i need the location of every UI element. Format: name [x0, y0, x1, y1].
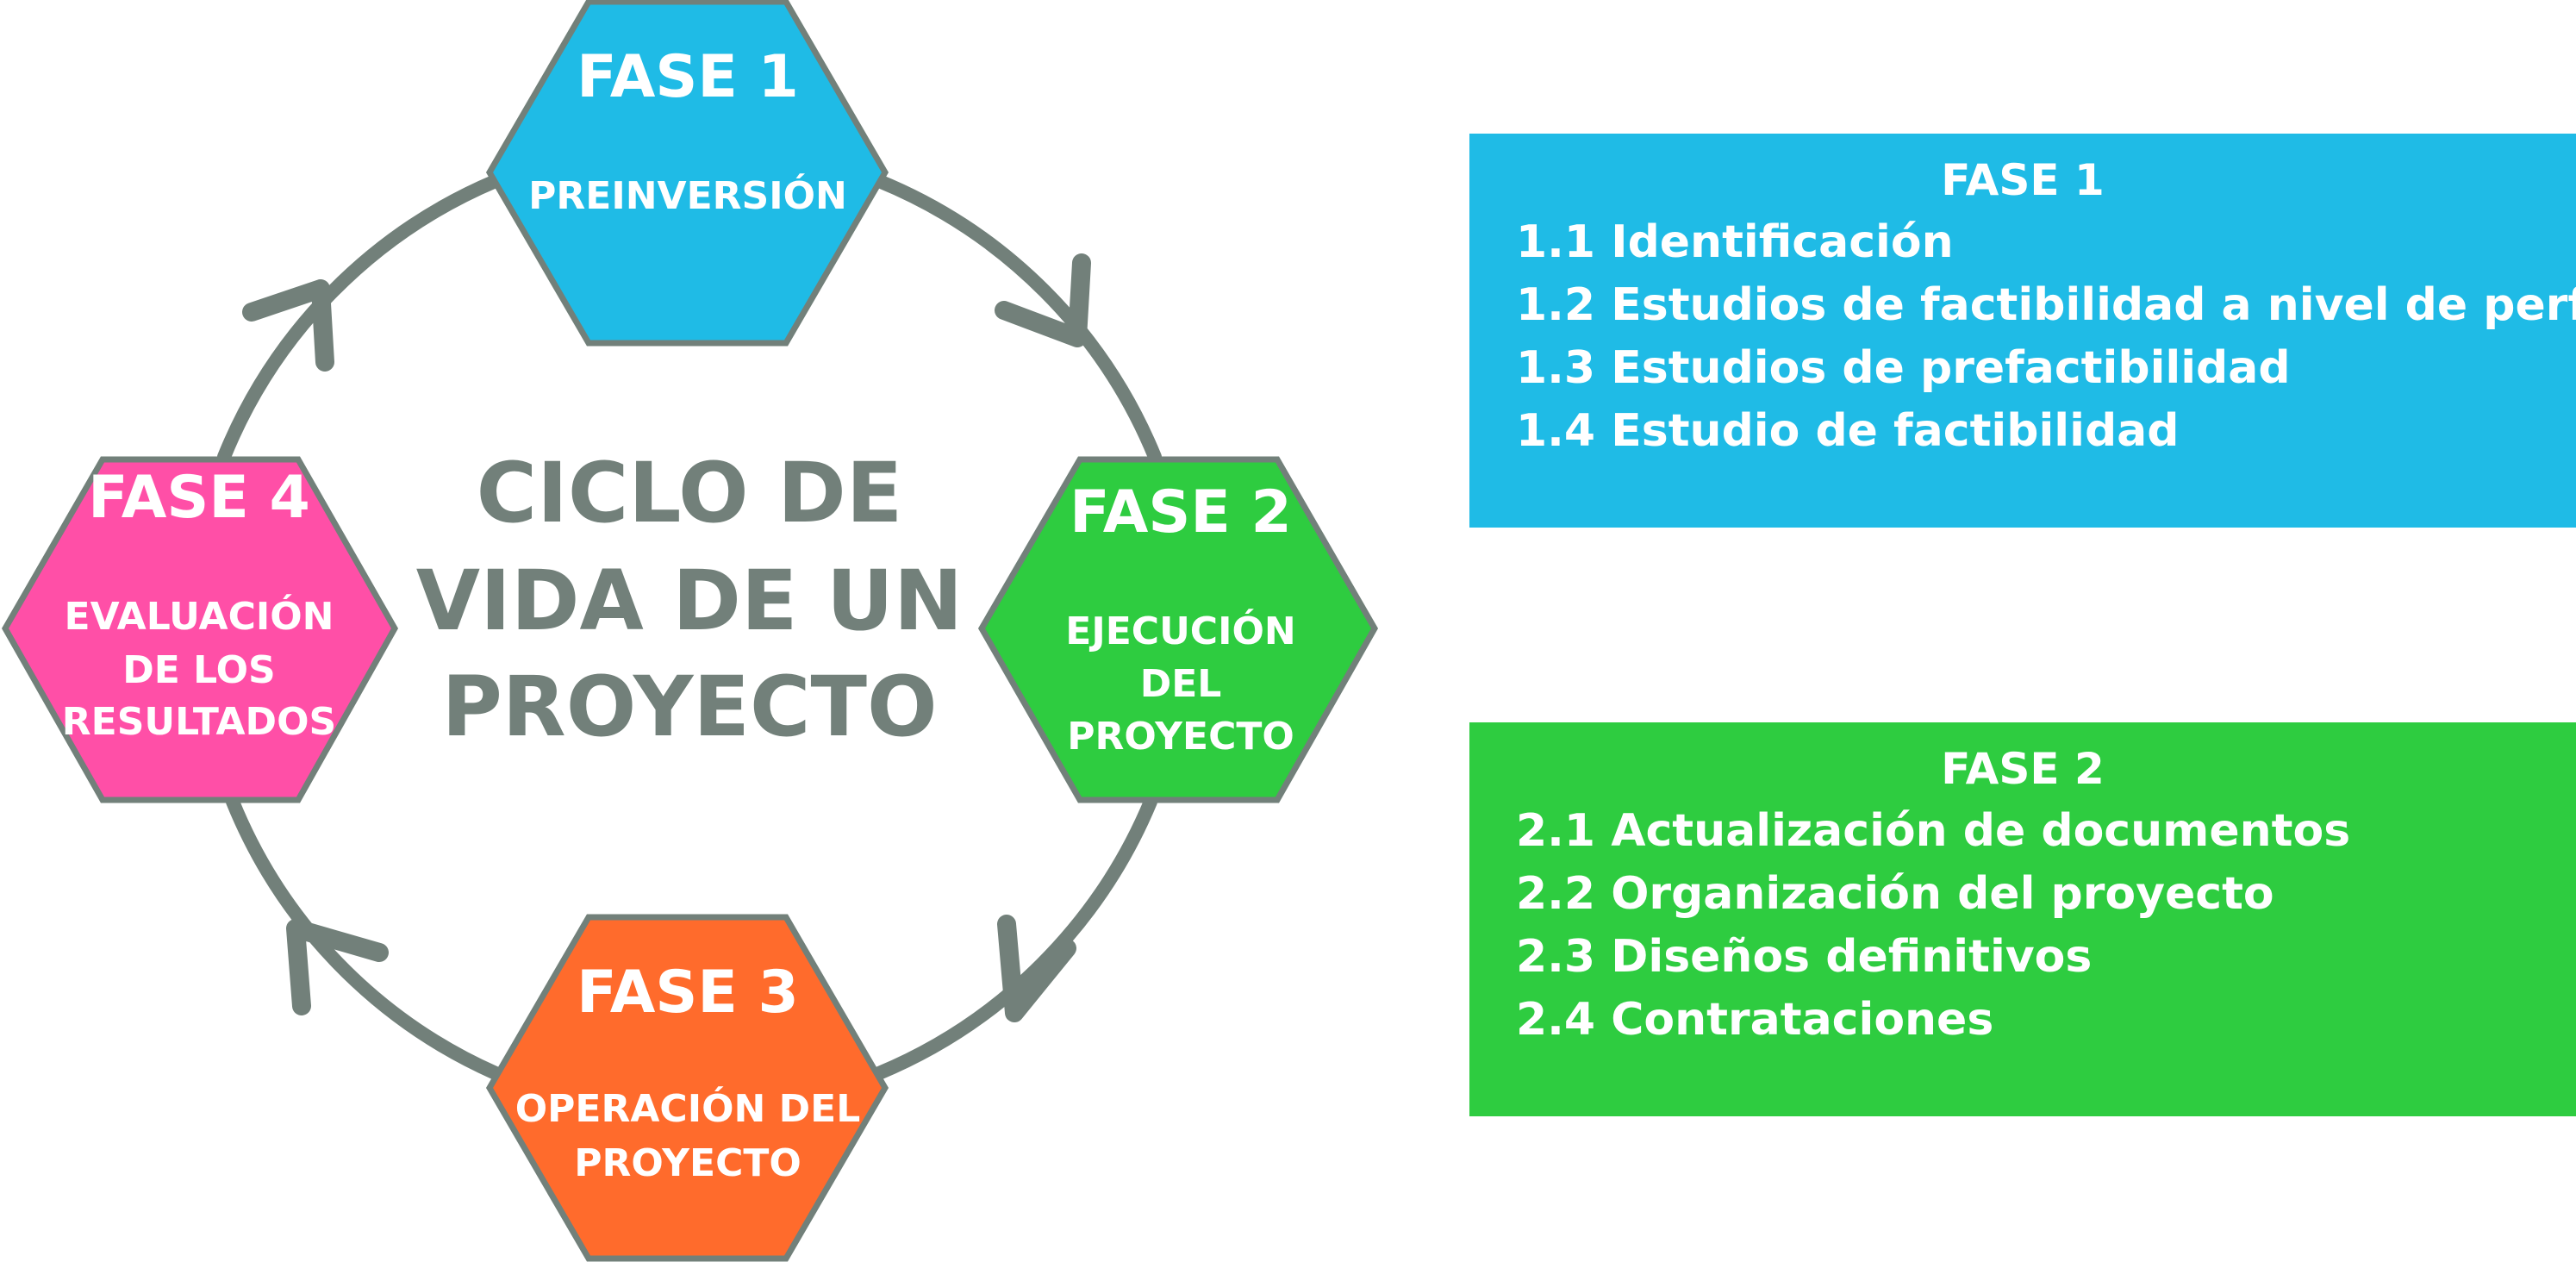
hexagon-fase3-shape [485, 914, 889, 1262]
fase2-box-title: FASE 2 [1941, 744, 2105, 794]
hexagon-fase3-label-line1: OPERACIÓN DEL [515, 1085, 860, 1131]
arc-fase2-to-fase3 [872, 795, 1157, 1080]
arrowhead-to-fase2 [995, 253, 1091, 347]
arrowhead-to-fase4 [286, 919, 389, 1015]
hexagon-fase2-label-line2: DEL [1140, 662, 1222, 706]
arc-fase1-to-fase2 [872, 174, 1162, 464]
fase1-item-3: 1.3 Estudios de prefactibilidad [1516, 342, 2291, 394]
hexagon-fase2-label-line1: EJECUCIÓN [1065, 608, 1295, 653]
hexagon-fase3: FASE 3 OPERACIÓN DEL PROYECTO [485, 914, 889, 1262]
hexagon-fase4-title: FASE 4 [88, 464, 310, 532]
arc-fase4-to-fase1 [217, 174, 502, 464]
lifecycle-diagram: FASE 1 PREINVERSIÓN FASE 2 EJECUCIÓN DEL… [1, 0, 1379, 1262]
hexagon-fase1-label: PREINVERSIÓN [528, 172, 847, 218]
fase2-item-4: 2.4 Contrataciones [1516, 994, 1994, 1046]
hexagon-fase4: FASE 4 EVALUACIÓN DE LOS RESULTADOS [1, 456, 399, 803]
fase2-item-3: 2.3 Diseños definitivos [1516, 931, 2093, 983]
center-title-line3: PROYECTO [441, 659, 937, 755]
fase2-item-2: 2.2 Organización del proyecto [1516, 868, 2274, 920]
hexagon-fase3-title: FASE 3 [577, 959, 799, 1027]
fase2-item-1: 2.1 Actualización de documentos [1516, 805, 2351, 857]
fase1-box-title: FASE 1 [1941, 155, 2105, 205]
hexagon-fase2-title: FASE 2 [1070, 478, 1292, 547]
center-title-line1: CICLO DE [477, 445, 903, 541]
cycle-ring [217, 174, 1162, 1080]
hexagon-fase1-title: FASE 1 [577, 43, 799, 111]
hexagon-fase2-shape [977, 456, 1379, 803]
arc-fase3-to-fase4 [226, 795, 502, 1080]
hexagon-fase4-label-line2: DE LOS [122, 648, 275, 692]
hexagon-fase3-label-line2: PROYECTO [574, 1141, 801, 1185]
fase1-item-1: 1.1 Identificación [1516, 216, 1954, 268]
center-title-line2: VIDA DE UN [416, 553, 963, 649]
hexagon-fase1-shape [485, 0, 889, 347]
fase1-item-4: 1.4 Estudio de factibilidad [1516, 405, 2180, 457]
fase1-details-box: FASE 1 1.1 Identificación 1.2 Estudios d… [1469, 134, 2576, 528]
fase1-item-2: 1.2 Estudios de factibilidad a nivel de … [1516, 279, 2576, 331]
hexagon-fase1: FASE 1 PREINVERSIÓN [485, 0, 889, 347]
hexagon-fase2: FASE 2 EJECUCIÓN DEL PROYECTO [977, 456, 1379, 803]
hexagon-fase4-shape [1, 456, 399, 803]
hexagon-fase4-label-line1: EVALUACIÓN [65, 593, 334, 639]
arrowhead-to-fase3 [997, 915, 1076, 1022]
hexagon-fase4-label-line3: RESULTADOS [62, 700, 336, 744]
hexagon-fase2-label-line3: PROYECTO [1067, 715, 1294, 759]
fase2-details-box: FASE 2 2.1 Actualización de documentos 2… [1469, 722, 2576, 1116]
arrowhead-to-fase1 [242, 279, 334, 372]
center-title: CICLO DE VIDA DE UN PROYECTO [416, 445, 963, 755]
